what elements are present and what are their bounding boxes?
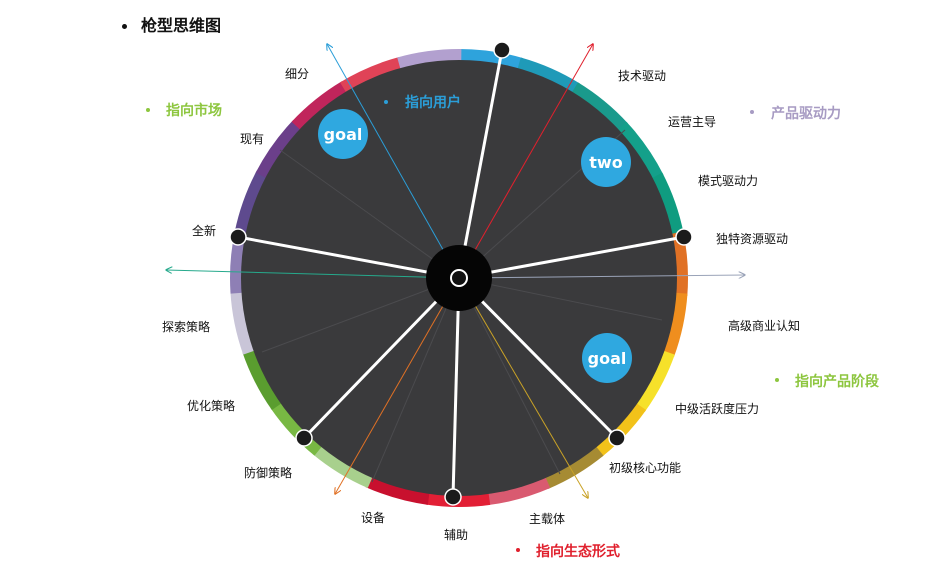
segment-label: 主载体 bbox=[529, 512, 565, 526]
category-market: 指向市场 bbox=[146, 102, 222, 119]
rim-segment bbox=[649, 172, 684, 237]
rim-segment bbox=[570, 82, 628, 133]
arrow-product-drive bbox=[458, 275, 745, 278]
rim-segment bbox=[458, 49, 524, 72]
segment-label: 设备 bbox=[361, 511, 385, 525]
category-dot bbox=[146, 108, 150, 112]
rim-segment bbox=[397, 49, 462, 71]
segment-label: 独特资源驱动 bbox=[716, 231, 788, 246]
rim-segment bbox=[660, 292, 688, 357]
segment-label: 技术驱动 bbox=[618, 69, 666, 83]
segment-label: 初级核心功能 bbox=[609, 461, 681, 475]
rim-segment bbox=[485, 475, 551, 506]
badge-label: goal bbox=[588, 349, 627, 368]
spoke-bottom-left bbox=[302, 276, 461, 440]
rim-segment bbox=[230, 290, 257, 355]
bullet-dot bbox=[122, 24, 127, 29]
direction-arrows bbox=[166, 44, 745, 498]
node-bottom-right bbox=[608, 429, 626, 447]
badge-circle bbox=[318, 109, 368, 159]
spoke-top bbox=[457, 48, 504, 280]
segment-label: 中级活跃度压力 bbox=[675, 401, 759, 416]
page-title: 枪型思维图 bbox=[122, 12, 221, 36]
arrow-user bbox=[327, 44, 460, 279]
rim-segment bbox=[291, 81, 350, 132]
segment-label: 模式驱动力 bbox=[698, 174, 758, 188]
rim-segment bbox=[340, 56, 404, 95]
rim-segment bbox=[242, 347, 284, 411]
category-label: 指向市场 bbox=[166, 102, 222, 119]
wheel-spokes bbox=[236, 48, 686, 499]
category-dot bbox=[775, 378, 779, 382]
arrow-main-carrier bbox=[458, 277, 588, 498]
badge-label: two bbox=[589, 153, 622, 172]
rim-segment bbox=[255, 119, 304, 180]
category-dot bbox=[750, 110, 754, 114]
category-label: 指向产品阶段 bbox=[795, 373, 879, 390]
segment-label: 现有 bbox=[240, 132, 264, 146]
rim-segment bbox=[234, 170, 270, 235]
segment-label: 细分 bbox=[285, 67, 309, 81]
node-right bbox=[675, 228, 693, 246]
segment-label: 全新 bbox=[192, 223, 216, 238]
badge-goal-bottom: goal bbox=[582, 333, 632, 383]
rim-segment bbox=[270, 400, 324, 456]
arrow-tech bbox=[458, 44, 593, 279]
badge-two: two bbox=[581, 137, 631, 187]
node-bottom-left bbox=[295, 429, 313, 447]
node-left bbox=[229, 228, 247, 246]
badge-goal-top: goal bbox=[318, 109, 368, 159]
segment-label: 辅助 bbox=[444, 528, 468, 542]
category-dot bbox=[384, 100, 388, 104]
category-label: 产品驱动力 bbox=[771, 105, 841, 122]
spoke-left bbox=[236, 235, 461, 280]
rim-segment bbox=[633, 349, 675, 413]
spoke-right bbox=[457, 235, 686, 280]
rim-segment bbox=[365, 474, 430, 505]
page-title-text: 枪型思维图 bbox=[141, 16, 222, 35]
node-top bbox=[493, 41, 511, 59]
spoke-bottom bbox=[451, 276, 461, 499]
rim-segment bbox=[542, 444, 604, 489]
spoke-nodes bbox=[229, 41, 693, 506]
category-ecology: 指向生态形式 bbox=[516, 543, 620, 560]
spoke-bottom-right bbox=[457, 276, 619, 440]
badge-circle bbox=[582, 333, 632, 383]
category-user: 指向用户 bbox=[384, 94, 461, 111]
category-label: 指向用户 bbox=[405, 94, 461, 111]
segment-label: 防御策略 bbox=[244, 465, 292, 480]
category-product-drive: 产品驱动力 bbox=[750, 105, 841, 122]
rim-segment bbox=[616, 121, 664, 182]
badge-circle bbox=[581, 137, 631, 187]
segment-label: 运营主导 bbox=[668, 115, 716, 129]
arrow-market bbox=[166, 270, 460, 279]
node-bottom bbox=[444, 488, 462, 506]
hub-center-ring bbox=[450, 269, 468, 287]
segment-label: 高级商业认知 bbox=[728, 318, 800, 333]
badge-label: goal bbox=[324, 125, 363, 144]
segment-label: 探索策略 bbox=[162, 319, 210, 334]
segment-label: 优化策略 bbox=[187, 398, 235, 413]
category-label: 指向生态形式 bbox=[536, 543, 620, 560]
category-product-stage: 指向产品阶段 bbox=[775, 373, 879, 390]
rim-segment bbox=[312, 443, 374, 489]
rim-segment bbox=[516, 57, 581, 96]
segment-labels: 细分 现有 全新 探索策略 优化策略 防御策略 设备 辅助 主载体 初级核心功能… bbox=[162, 67, 800, 542]
arrow-defense bbox=[335, 277, 460, 494]
category-dot bbox=[516, 548, 520, 552]
